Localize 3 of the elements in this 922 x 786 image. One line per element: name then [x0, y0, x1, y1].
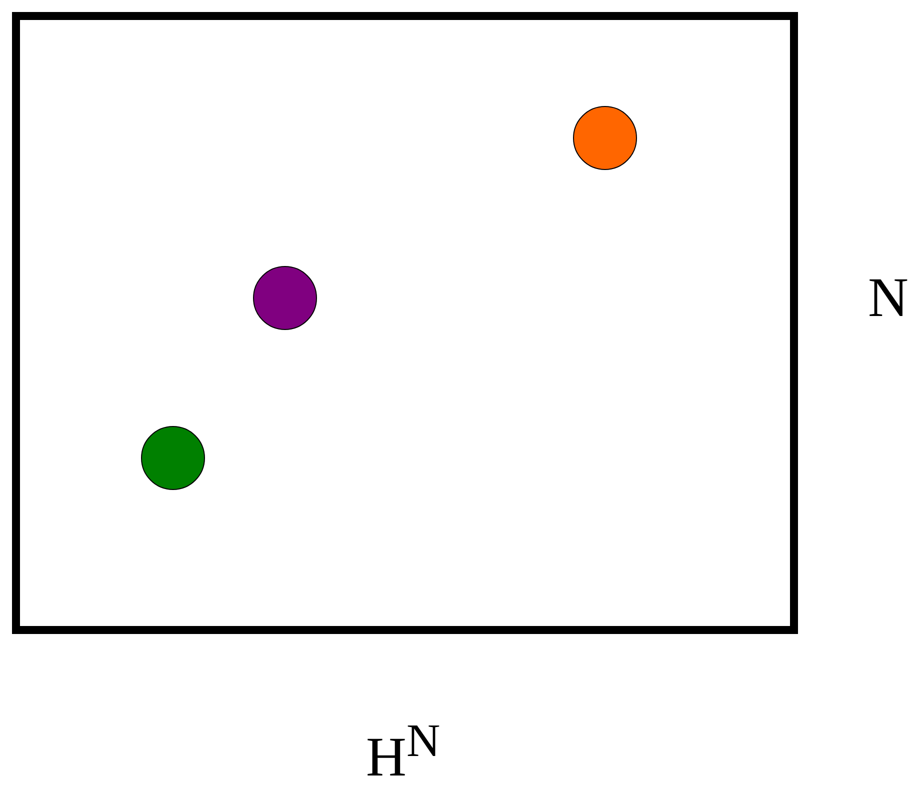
axis-label: H$^{N}$	[366, 718, 440, 786]
frame-box	[12, 12, 798, 634]
axis-label: N	[868, 270, 908, 326]
